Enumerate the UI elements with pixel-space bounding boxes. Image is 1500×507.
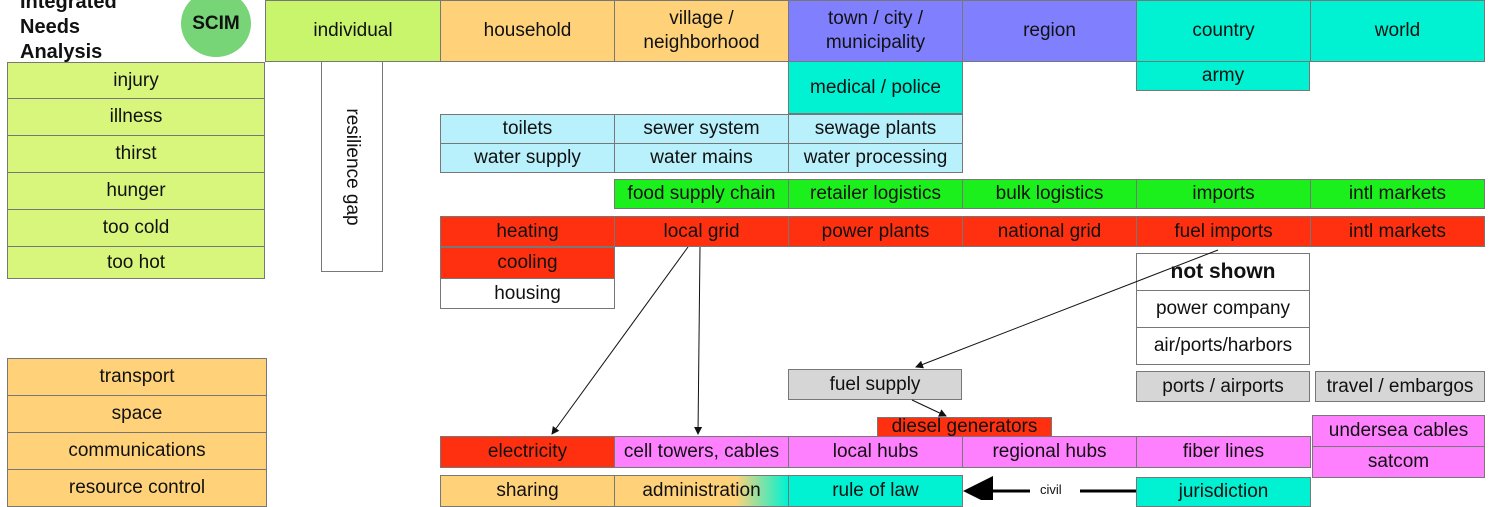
diesel-generators: diesel generators	[877, 417, 1052, 437]
arrow-fuelsupply-diesel	[911, 399, 947, 417]
housing: housing	[440, 278, 615, 309]
power-plants: power plants	[788, 216, 963, 247]
resource-communications: communications	[7, 432, 267, 470]
need-thirst: thirst	[7, 135, 265, 173]
food-intl-markets: intl markets	[1310, 179, 1485, 209]
not-shown-title: not shown	[1136, 253, 1310, 291]
cooling: cooling	[440, 247, 615, 279]
arrow-localgrid-celltowers	[694, 246, 703, 435]
bulk-logistics: bulk logistics	[962, 179, 1137, 209]
col-world: world	[1310, 0, 1485, 62]
heating: heating	[440, 216, 615, 247]
arrow-localgrid-electricity	[551, 246, 689, 435]
ports-airports: ports / airports	[1136, 371, 1310, 402]
water-supply: water supply	[440, 143, 615, 173]
fuel-imports: fuel imports	[1136, 216, 1311, 247]
water-processing: water processing	[788, 143, 963, 173]
electricity: electricity	[440, 436, 615, 468]
national-grid: national grid	[962, 216, 1137, 247]
toilets: toilets	[440, 114, 615, 144]
imports: imports	[1136, 179, 1311, 209]
regional-hubs: regional hubs	[962, 436, 1137, 468]
fiber-lines: fiber lines	[1136, 436, 1311, 468]
water-mains: water mains	[614, 143, 789, 173]
title-line-3: Analysis	[20, 41, 103, 63]
title-line-1: Integrated	[20, 0, 117, 13]
need-too-cold: too cold	[7, 209, 265, 247]
local-grid: local grid	[614, 216, 789, 247]
army: army	[1136, 61, 1310, 91]
local-hubs: local hubs	[788, 436, 963, 468]
arrow-fuelimports-fuelsupply	[915, 249, 1219, 369]
undersea-cables: undersea cables	[1312, 415, 1485, 447]
fuel-supply: fuel supply	[788, 369, 962, 400]
resilience-gap: resilience gap	[321, 61, 383, 272]
col-town: town / city / municipality	[788, 0, 963, 62]
page-title: Integrated Needs Analysis	[20, 0, 117, 65]
medical-police: medical / police	[788, 61, 963, 114]
need-injury: injury	[7, 62, 265, 99]
col-village: village / neighborhood	[614, 0, 789, 62]
resource-space: space	[7, 395, 267, 433]
power-company: power company	[1136, 290, 1310, 328]
satcom: satcom	[1312, 446, 1485, 478]
scim-badge: SCIM	[181, 0, 251, 57]
col-region: region	[962, 0, 1137, 62]
cell-towers-cables: cell towers, cables	[614, 436, 789, 468]
civil-label: civil	[1040, 482, 1062, 497]
air-ports-harbors: air/ports/harbors	[1136, 327, 1310, 365]
retailer-logistics: retailer logistics	[788, 179, 963, 209]
title-line-2: Needs	[20, 16, 81, 38]
energy-intl-markets: intl markets	[1310, 216, 1485, 247]
travel-embargos: travel / embargos	[1315, 371, 1485, 402]
col-household: household	[440, 0, 615, 62]
need-too-hot: too hot	[7, 246, 265, 279]
